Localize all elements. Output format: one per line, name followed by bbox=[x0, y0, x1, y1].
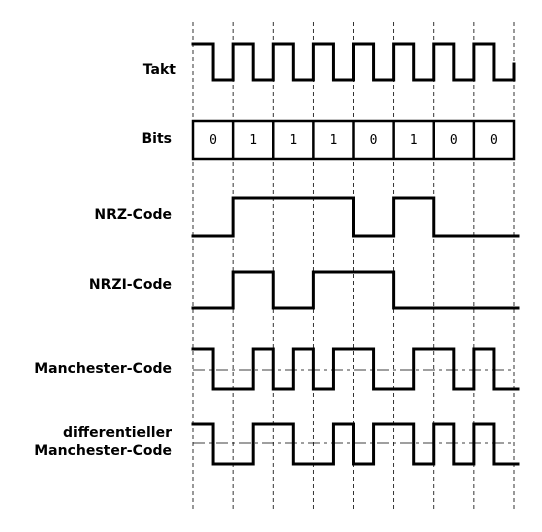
label-bits: Bits bbox=[142, 131, 173, 147]
nrzi-waveform bbox=[191, 270, 520, 310]
nrz-waveform bbox=[191, 196, 520, 238]
manchester-waveform bbox=[191, 347, 520, 391]
bit-value: 0 bbox=[209, 133, 217, 148]
label-nrzi: NRZI-Code bbox=[89, 277, 172, 293]
bit-value: 0 bbox=[370, 133, 378, 148]
bit-sequence: 0 1 1 1 0 1 0 0 bbox=[191, 119, 516, 161]
label-nrz: NRZ-Code bbox=[94, 207, 172, 223]
label-diff-manchester-line2: Manchester-Code bbox=[34, 443, 172, 459]
bit-value: 0 bbox=[490, 133, 498, 148]
bit-value: 1 bbox=[330, 133, 338, 148]
bit-value: 1 bbox=[249, 133, 257, 148]
bit-value: 1 bbox=[289, 133, 297, 148]
diff-manchester-waveform bbox=[191, 422, 520, 466]
label-clock: Takt bbox=[143, 62, 177, 78]
label-manchester: Manchester-Code bbox=[34, 361, 172, 377]
label-diff-manchester-line1: differentieller bbox=[63, 425, 172, 441]
bit-value: 0 bbox=[450, 133, 458, 148]
clock-waveform bbox=[191, 42, 516, 82]
bit-value: 1 bbox=[410, 133, 418, 148]
